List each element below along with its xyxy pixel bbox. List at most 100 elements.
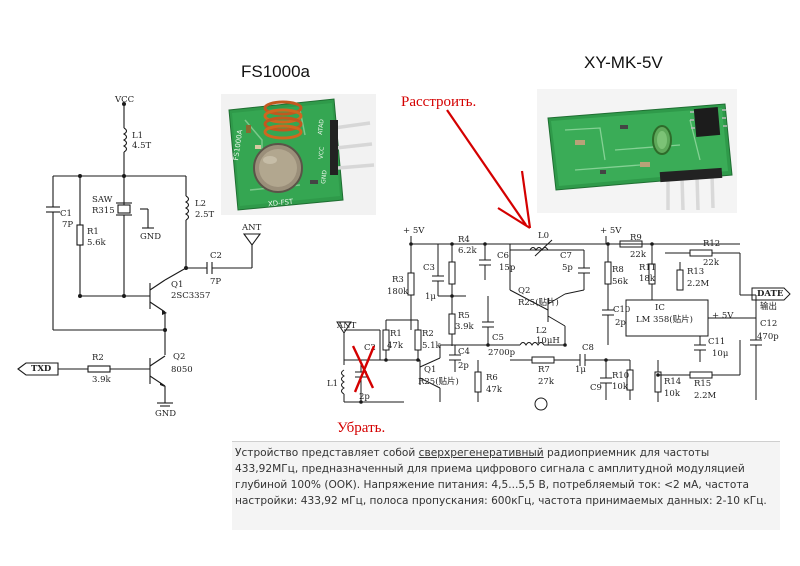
rx-r1-label: R1 bbox=[390, 329, 402, 339]
photo-a-pin-1: ATAD bbox=[316, 118, 326, 136]
rx-r2-value: 5.1k bbox=[422, 341, 441, 351]
rx-r9-label: R9 bbox=[630, 233, 642, 243]
rx-r5-value: 3.9k bbox=[455, 322, 474, 332]
tx-q1-label: Q1 bbox=[171, 280, 184, 290]
rx-c12-value: 470p bbox=[757, 332, 779, 342]
tx-c2-label: C2 bbox=[210, 251, 222, 261]
description-link-superregenerative[interactable]: сверхрегенеративный bbox=[418, 447, 544, 459]
rx-r4-value: 6.2k bbox=[458, 246, 477, 256]
rx-c9-label: C9 bbox=[590, 383, 602, 393]
rx-r15-value: 2.2M bbox=[694, 391, 717, 401]
photo-a-bottom-label: XD-FST bbox=[267, 197, 294, 209]
rx-q1-value: R25(贴片) bbox=[418, 377, 459, 387]
module-b-title: XY-MK-5V bbox=[584, 53, 663, 72]
detune-arrow-icon bbox=[446, 109, 532, 229]
tx-vcc-label: VCC bbox=[115, 95, 135, 105]
rx-r8-value: 56k bbox=[612, 277, 628, 287]
rx-c4-label: C4 bbox=[458, 347, 470, 357]
rx-ant-label: ANT bbox=[337, 321, 357, 331]
rx-r12-value: 22k bbox=[703, 258, 719, 268]
rx-r1-value: 47k bbox=[387, 341, 403, 351]
rx-ic-5v: + 5V bbox=[712, 311, 734, 321]
tx-saw-value: R315 bbox=[92, 206, 115, 216]
rx-ic-label: IC bbox=[655, 303, 665, 313]
rx-c5-label: C5 bbox=[492, 333, 504, 343]
tx-l1-label: L1 bbox=[132, 131, 144, 141]
rx-r6-label: R6 bbox=[486, 373, 498, 383]
rx-c10-label: C10 bbox=[613, 305, 631, 315]
rx-r7-label: R7 bbox=[538, 365, 550, 375]
rx-r9-value: 22k bbox=[630, 250, 646, 260]
rx-c7-value: 5p bbox=[562, 263, 573, 273]
annotation-detune: Расстроить. bbox=[401, 94, 477, 110]
rx-date-box: DATE bbox=[757, 289, 784, 299]
rx-c6-value: 15p bbox=[499, 263, 516, 273]
rx-r11-label: R11 bbox=[639, 263, 657, 273]
tx-c1-value: 7P bbox=[62, 220, 74, 230]
tx-l2-label: L2 bbox=[195, 199, 207, 209]
rx-c1-value: 2p bbox=[359, 392, 370, 402]
rx-c5-value: 2700p bbox=[488, 348, 516, 358]
rx-r12-label: R12 bbox=[703, 239, 721, 249]
rx-c3-label: C3 bbox=[423, 263, 435, 273]
rx-r3-label: R3 bbox=[392, 275, 404, 285]
tx-saw-label: SAW bbox=[92, 195, 113, 205]
tx-c1-label: C1 bbox=[60, 209, 72, 219]
rx-r5-label: R5 bbox=[458, 311, 470, 321]
annotation-remove: Убрать. bbox=[337, 420, 386, 436]
rx-5v-b: + 5V bbox=[600, 226, 622, 236]
rx-l0-label: L0 bbox=[538, 231, 550, 241]
tx-c2-value: 7P bbox=[210, 277, 222, 287]
rx-r8-label: R8 bbox=[612, 265, 624, 275]
coil-icon bbox=[263, 100, 303, 140]
rx-c4-value: 2p bbox=[458, 361, 469, 371]
tx-r1-value: 5.6k bbox=[87, 238, 106, 248]
rx-q1-label: Q1 bbox=[424, 365, 437, 375]
photo-a-pin-3: GND bbox=[320, 169, 329, 185]
rx-5v-a: + 5V bbox=[403, 226, 425, 236]
rx-c6-label: C6 bbox=[497, 251, 509, 261]
rx-c11-label: C11 bbox=[708, 337, 726, 347]
tx-l2-value: 2.5T bbox=[195, 210, 215, 220]
rx-c2-label: C2 bbox=[364, 343, 376, 353]
rx-l1-label: L1 bbox=[327, 379, 339, 389]
rx-l2-label: L2 bbox=[536, 326, 548, 336]
rx-r10-value: 10k bbox=[612, 382, 628, 392]
rx-r4-label: R4 bbox=[458, 235, 470, 245]
tx-ant-label: ANT bbox=[242, 223, 262, 233]
rx-r10-label: R10 bbox=[612, 371, 630, 381]
tx-q2-label: Q2 bbox=[173, 352, 186, 362]
tx-q1-value: 2SC3357 bbox=[171, 291, 211, 301]
module-a-title: FS1000a bbox=[241, 62, 310, 81]
tx-r2-label: R2 bbox=[92, 353, 104, 363]
description-part-1: Устройство представляет собой bbox=[235, 447, 419, 459]
rx-r13-value: 2.2M bbox=[687, 279, 710, 289]
rx-q2-value: R25(贴片) bbox=[518, 298, 559, 308]
rx-c12-label: C12 bbox=[760, 319, 778, 329]
rx-l2-value: 10μH bbox=[536, 336, 560, 346]
rx-r7-value: 27k bbox=[538, 377, 554, 387]
description-text: Устройство представляет собой сверхреген… bbox=[235, 445, 775, 509]
photo-a-pin-2: VCC bbox=[317, 146, 326, 160]
rx-r2-label: R2 bbox=[422, 329, 434, 339]
tx-q2-value: 8050 bbox=[171, 365, 193, 375]
rx-q2-label: Q2 bbox=[518, 286, 531, 296]
tx-gnd2-label: GND bbox=[155, 409, 177, 419]
receiver-coil-icon bbox=[652, 125, 672, 155]
tx-r2-value: 3.9k bbox=[92, 375, 111, 385]
rx-r15-label: R15 bbox=[694, 379, 712, 389]
rx-r11-value: 18k bbox=[639, 274, 655, 284]
rx-c8-value: 1μ bbox=[575, 365, 586, 375]
rx-r3-value: 180k bbox=[387, 287, 409, 297]
rx-r13-label: R13 bbox=[687, 267, 705, 277]
rx-c10-value: 2p bbox=[615, 318, 626, 328]
rx-r14-value: 10k bbox=[664, 389, 680, 399]
tx-l1-value: 4.5T bbox=[132, 141, 152, 151]
photo-a-side-label: FS1000A bbox=[232, 129, 245, 161]
rx-c7-label: C7 bbox=[560, 251, 572, 261]
rx-r6-value: 47k bbox=[486, 385, 502, 395]
tx-r1-label: R1 bbox=[87, 227, 99, 237]
tx-txd-label: TXD bbox=[31, 364, 52, 374]
rx-output-label: 输出 bbox=[760, 302, 778, 312]
description-part-2: радиоприемник для частоты 433,92МГц, пре… bbox=[235, 447, 767, 507]
